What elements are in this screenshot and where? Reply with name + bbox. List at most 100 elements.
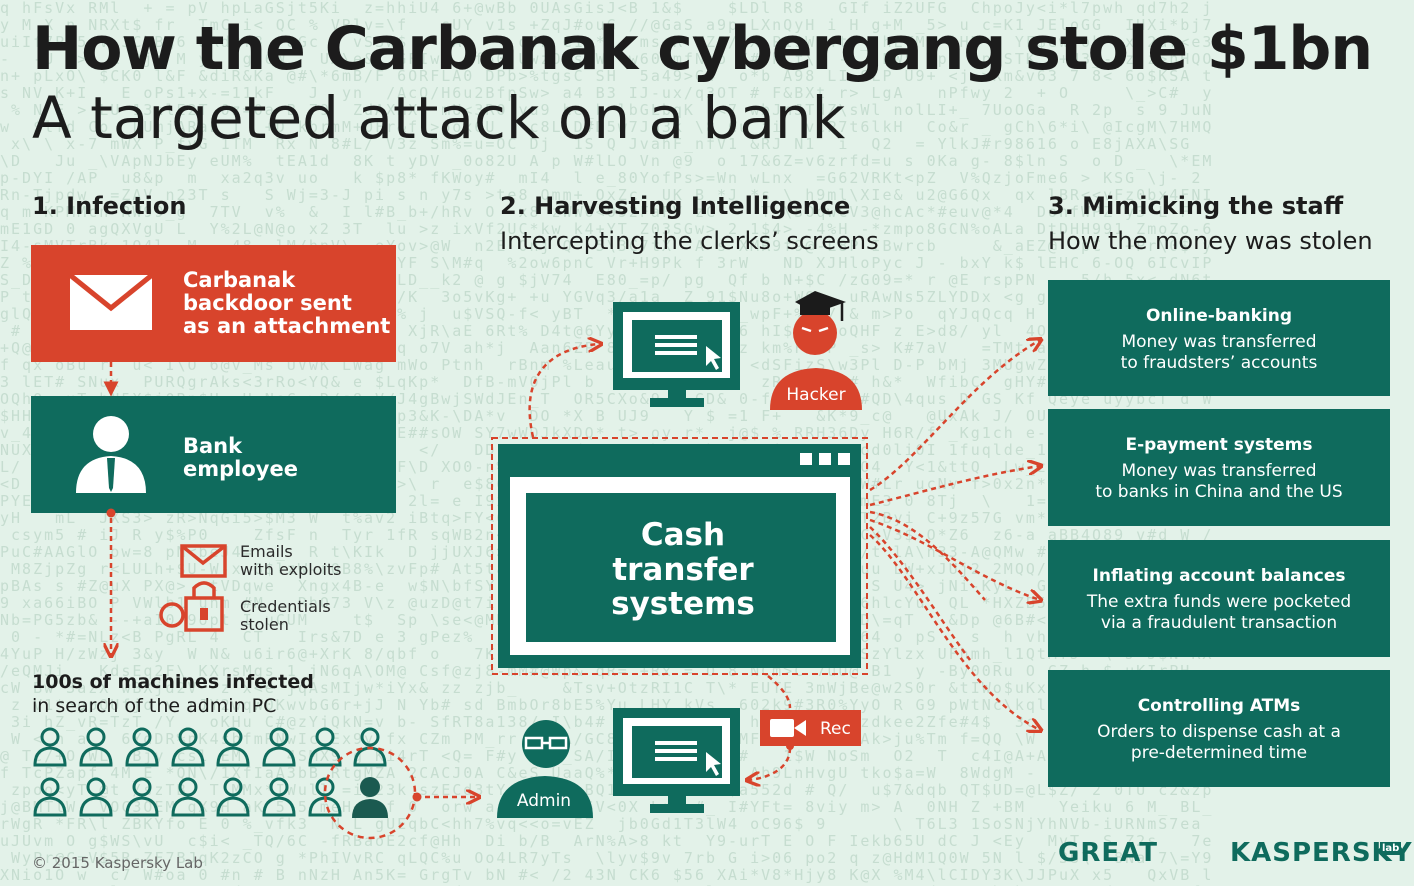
credentials-line-1: Credentials: [240, 597, 331, 616]
cash-to-methods-arrows: [869, 340, 1040, 730]
user-outline-body: [353, 746, 387, 767]
emails-line-1: Emails: [240, 542, 293, 561]
user-outline-icon: [223, 727, 243, 747]
emails-line-2: with exploits: [240, 560, 342, 579]
method-title: Online-banking: [1145, 306, 1293, 326]
method-desc: Money was transferred to banks in China …: [1048, 461, 1390, 503]
employee-box-text: Bank employee: [183, 435, 298, 481]
method-box-online-banking: Online-banking Money was transferred to …: [1048, 280, 1390, 396]
user-outline-body: [262, 796, 296, 817]
cash-line-3: systems: [611, 586, 755, 622]
emails-label: Emails with exploits: [240, 543, 342, 579]
mimicking-subheading: How the money was stolen: [1048, 227, 1373, 255]
infected-machines-grid: [33, 727, 387, 817]
user-outline-icon: [269, 727, 289, 747]
method-desc-line: to banks in China and the US: [1095, 482, 1343, 502]
method-desc: The extra funds were pocketed via a frau…: [1048, 592, 1390, 634]
user-outline-body: [216, 746, 250, 767]
mimicking-heading: 3. Mimicking the staff: [1048, 192, 1344, 220]
cash-line-1: Cash: [641, 517, 725, 553]
cash-line-2: transfer: [612, 552, 754, 588]
method-desc-line: The extra funds were pocketed: [1086, 592, 1352, 612]
rec-to-monitor-arrow: [748, 747, 792, 780]
user-outline-body: [33, 746, 67, 767]
harvesting-heading: 2. Harvesting Intelligence: [500, 192, 851, 220]
user-outline-icon: [40, 727, 60, 747]
rec-connector-dot: [786, 742, 794, 750]
user-outline-icon: [360, 727, 380, 747]
employee-box: [31, 396, 396, 513]
cash-transfer-window: [491, 437, 868, 675]
machines-infected-subtitle: in search of the admin PC: [32, 695, 277, 717]
rec-label: Rec: [820, 719, 851, 739]
method-desc-line: via a fraudulent transaction: [1100, 613, 1338, 633]
user-outline-icon: [132, 777, 152, 797]
machines-infected-title: 100s of machines infected: [32, 671, 314, 693]
employee-connector-dot: [106, 508, 116, 518]
method-box-controlling-atms: Controlling ATMs Orders to dispense cash…: [1048, 670, 1390, 787]
user-outline-body: [171, 746, 205, 767]
user-outline-icon: [315, 777, 335, 797]
user-outline-icon: [40, 777, 60, 797]
method-desc-line: pre-determined time: [1130, 743, 1308, 763]
method-desc: Orders to dispense cash at a pre-determi…: [1048, 722, 1390, 764]
admin-connector-dot: [412, 792, 422, 802]
method-box-e-payment: E-payment systems Money was transferred …: [1048, 409, 1390, 526]
user-outline-body: [216, 796, 250, 817]
email-exploit-icon: [180, 544, 227, 578]
admin-icon: [497, 720, 593, 818]
method-desc: Money was transferred to fraudsters’ acc…: [1048, 332, 1390, 374]
infection-line-2: backdoor sent: [183, 291, 352, 315]
user-outline-icon: [269, 777, 289, 797]
cash-transfer-label: Cash transfer systems: [611, 517, 755, 622]
user-outline-body: [33, 796, 67, 817]
method-desc-line: Money was transferred: [1121, 461, 1317, 481]
cash-to-rec-line: [767, 675, 792, 709]
credentials-lock-icon: [159, 581, 224, 632]
user-outline-body: [125, 746, 159, 767]
admin-pc-user-icon: [352, 777, 388, 818]
method-title: Controlling ATMs: [1137, 696, 1301, 716]
hacker-label: Hacker: [786, 385, 845, 405]
method-title: E-payment systems: [1125, 435, 1313, 455]
user-outline-icon: [315, 727, 335, 747]
user-outline-icon: [86, 727, 106, 747]
user-outline-body: [79, 746, 113, 767]
copyright-text: © 2015 Kaspersky Lab: [32, 854, 203, 872]
user-outline-body: [308, 746, 342, 767]
user-outline-body: [262, 746, 296, 767]
method-box-inflating-balances: Inflating account balances The extra fun…: [1048, 540, 1390, 657]
user-outline-icon: [86, 777, 106, 797]
user-outline-icon: [223, 777, 243, 797]
employee-line-2: employee: [183, 457, 298, 481]
envelope-icon: [68, 273, 154, 330]
user-outline-icon: [178, 727, 198, 747]
method-desc-line: to fraudsters’ accounts: [1120, 353, 1318, 373]
method-desc-line: Money was transferred: [1121, 332, 1317, 352]
user-outline-body: [125, 796, 159, 817]
infection-heading: 1. Infection: [32, 192, 187, 220]
great-logo: GREAT: [1058, 838, 1158, 868]
recording-badge: [760, 710, 861, 746]
kaspersky-lab-badge: lab: [1380, 842, 1402, 855]
infection-line-1: Carbanak: [183, 268, 296, 292]
page-subtitle: A targeted attack on a bank: [32, 84, 846, 152]
infection-box-text: Carbanak backdoor sent as an attachment: [183, 269, 390, 338]
clerk-monitor-bottom-icon: [613, 708, 740, 813]
user-outline-icon: [132, 727, 152, 747]
harvesting-subheading: Intercepting the clerks’ screens: [500, 227, 879, 255]
method-title: Inflating account balances: [1092, 566, 1346, 586]
method-desc-line: Orders to dispense cash at a: [1097, 722, 1341, 742]
page-title: How the Carbanak cybergang stole $1bn: [32, 14, 1373, 84]
credentials-label: Credentials stolen: [240, 598, 331, 634]
user-outline-body: [171, 796, 205, 817]
employee-icon: [76, 416, 146, 493]
credentials-line-2: stolen: [240, 615, 289, 634]
hacker-icon: [770, 291, 862, 410]
clerk-monitor-top-icon: [613, 302, 740, 407]
cash-to-monitor-arrow: [528, 344, 600, 438]
admin-label: Admin: [517, 791, 571, 811]
employee-line-1: Bank: [183, 434, 243, 458]
infection-line-3: as an attachment: [183, 314, 391, 338]
